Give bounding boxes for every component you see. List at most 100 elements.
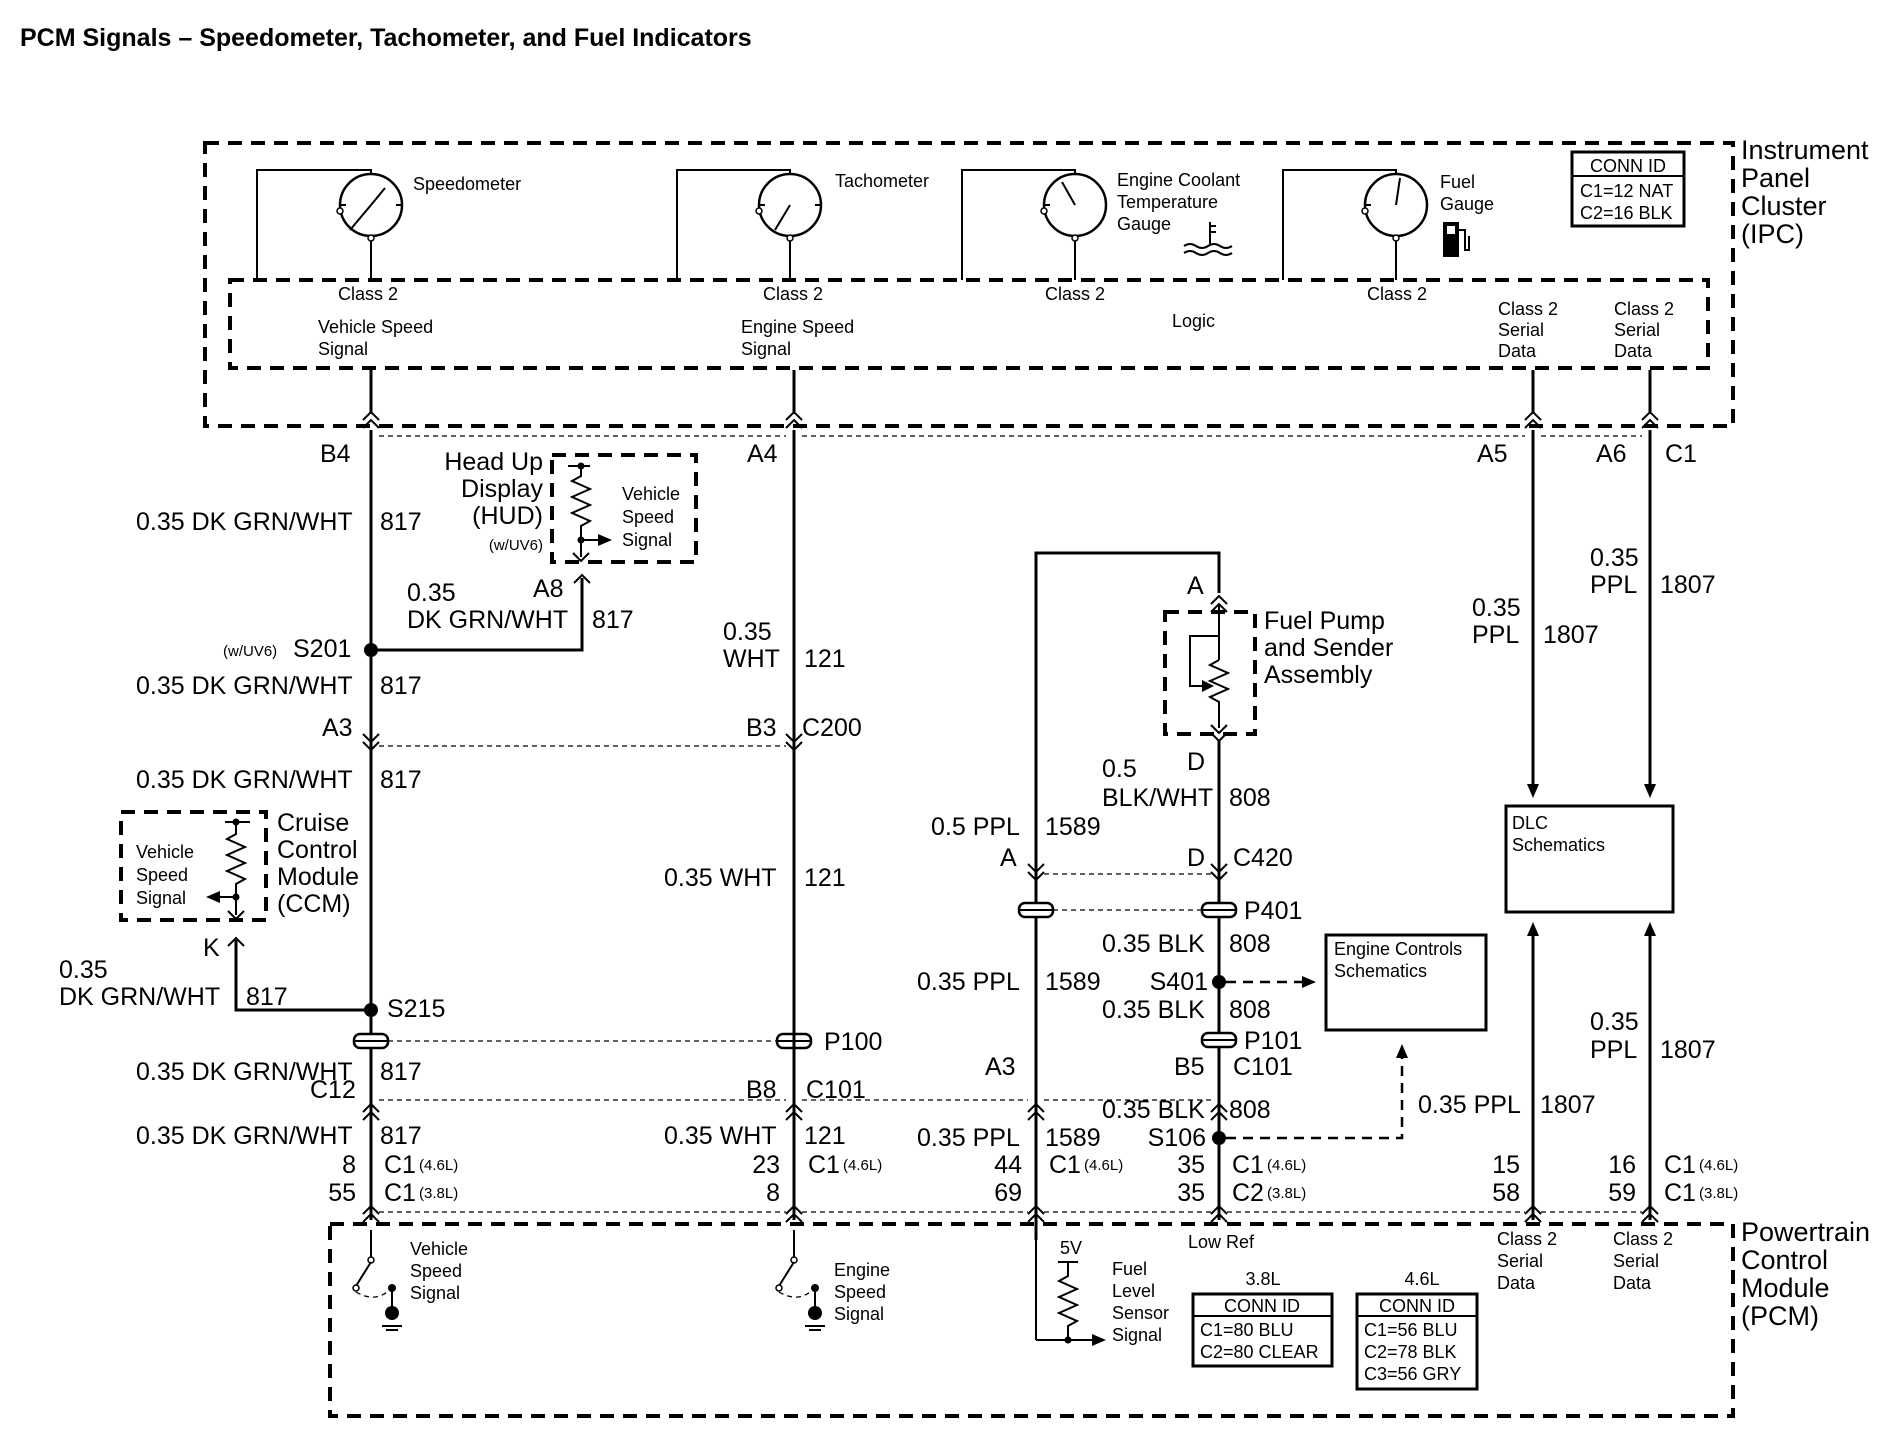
fuel-pump-pin-a: A	[1187, 572, 1204, 600]
pcm-pin-1589-46: 44	[994, 1151, 1022, 1179]
pcm-pin-121-38: 8	[766, 1179, 780, 1207]
pcm-conn-817-c1-38: C1	[384, 1179, 416, 1207]
svg-text:(w/UV6): (w/UV6)	[489, 537, 543, 554]
connector-a3-c101: A3	[985, 1053, 1016, 1081]
wire-121-label-3: 0.35 WHT	[664, 1122, 777, 1150]
wire-121-label-1b: WHT	[723, 645, 780, 673]
ccm-label: Cruise Control Module (CCM)	[277, 809, 359, 918]
wire-817-hud-circuit: 817	[592, 606, 634, 634]
engine-controls-wire-circuit: 1807	[1540, 1091, 1596, 1119]
fuel-pump-outline	[1163, 610, 1257, 736]
pcm-conn-serial-c1-46: C1	[1664, 1151, 1696, 1179]
pcm-conn-808-eng46: (4.6L)	[1267, 1157, 1306, 1174]
wire-817-label-1: 0.35 DK GRN/WHT	[136, 508, 353, 536]
pcm-conn-id-38-box: CONN ID C1=80 BLU C2=80 CLEAR	[1191, 1292, 1334, 1368]
pcm-conn-id-46-engine: 4.6L	[1404, 1269, 1439, 1289]
wire-817-circuit-4: 817	[380, 1058, 422, 1086]
svg-text:Class 2: Class 2	[763, 284, 823, 304]
svg-text:and Sender: and Sender	[1264, 634, 1393, 662]
wire-808-label-2: 0.35 BLK	[1102, 930, 1205, 958]
connector-a6: A6	[1596, 440, 1627, 468]
pcm-serial-data-16-label: Class 2 Serial Data	[1613, 1229, 1673, 1293]
svg-text:Assembly: Assembly	[1264, 661, 1373, 689]
svg-text:Vehicle: Vehicle	[136, 842, 194, 862]
svg-text:(IPC): (IPC)	[1741, 219, 1804, 249]
wire-817-hud-label-a: 0.35	[407, 579, 456, 607]
wire-817-ccm-label-a: 0.35	[59, 956, 108, 984]
svg-text:Panel: Panel	[1741, 163, 1810, 193]
svg-text:Serial: Serial	[1497, 1251, 1543, 1271]
svg-text:CONN ID: CONN ID	[1224, 1296, 1300, 1316]
pcm-pin-serial-16: 16	[1608, 1151, 1636, 1179]
svg-text:Sensor: Sensor	[1112, 1303, 1169, 1323]
svg-text:Speed: Speed	[136, 865, 188, 885]
speedometer-gauge-icon	[256, 169, 404, 280]
hud-pin-chevron	[573, 573, 591, 584]
ipc-engine-speed-label: Engine Speed Signal	[741, 317, 854, 359]
connector-a3-c200: A3	[322, 714, 353, 742]
wire-817-ccm-branch	[234, 940, 371, 1012]
wire-1807-a6-label-a: 0.35	[1590, 544, 1639, 572]
pcm-conn-serial-eng46: (4.6L)	[1699, 1157, 1738, 1174]
passthrough-p401-label: P401	[1244, 897, 1302, 925]
pcm-label: Powertrain Control Module (PCM)	[1741, 1217, 1870, 1331]
wire-817-label-2: 0.35 DK GRN/WHT	[136, 672, 353, 700]
ipc-logic-label: Logic	[1172, 311, 1215, 331]
splice-s401-label: S401	[1150, 968, 1208, 996]
engine-controls-wire-label: 0.35 PPL	[1418, 1091, 1521, 1119]
pcm-pin-serial-59: 59	[1608, 1179, 1636, 1207]
svg-text:Level: Level	[1112, 1281, 1155, 1301]
wire-817-ccm-circuit: 817	[246, 983, 288, 1011]
wire-808-label-4: 0.35 BLK	[1102, 1096, 1205, 1124]
ipc-label: Instrument Panel Cluster (IPC)	[1741, 135, 1869, 249]
svg-text:C1=80 BLU: C1=80 BLU	[1200, 1320, 1294, 1340]
pcm-5v-label: 5V	[1060, 1238, 1082, 1258]
svg-text:Temperature: Temperature	[1117, 192, 1218, 212]
svg-text:C2=78 BLK: C2=78 BLK	[1364, 1342, 1457, 1362]
ipc-serial-data-a5-label: Class 2 Serial Data	[1498, 299, 1558, 361]
speedometer-label: Speedometer	[413, 174, 521, 194]
svg-text:Class 2: Class 2	[1613, 1229, 1673, 1249]
wire-817-circuit-1: 817	[380, 508, 422, 536]
svg-text:Speed: Speed	[622, 507, 674, 527]
ccm-vehicle-speed-signal: Vehicle Speed Signal	[136, 842, 194, 908]
connector-c101-right: C101	[1233, 1053, 1293, 1081]
svg-text:Class 2: Class 2	[1497, 1229, 1557, 1249]
wire-121-label-1a: 0.35	[723, 618, 772, 646]
splice-s215-label: S215	[387, 995, 445, 1023]
fuel-pump-icon	[1443, 222, 1470, 257]
connector-c420-chevrons	[1027, 863, 1228, 882]
svg-text:Engine Speed: Engine Speed	[741, 317, 854, 337]
dlc-schematics-box[interactable]	[1504, 804, 1675, 914]
svg-text:Serial: Serial	[1613, 1251, 1659, 1271]
svg-text:Signal: Signal	[136, 888, 186, 908]
pcm-pin-808-38: 35	[1177, 1179, 1205, 1207]
svg-text:(PCM): (PCM)	[1741, 1301, 1819, 1331]
svg-text:Signal: Signal	[622, 530, 672, 550]
ipc-vehicle-speed-label: Vehicle Speed Signal	[318, 317, 433, 359]
svg-text:Fuel: Fuel	[1440, 172, 1475, 192]
wire-1807-a5-label-b: PPL	[1472, 621, 1519, 649]
wire-121-label-2: 0.35 WHT	[664, 864, 777, 892]
wire-817-label-4: 0.35 DK GRN/WHT	[136, 1058, 353, 1086]
svg-text:Cluster: Cluster	[1741, 191, 1827, 221]
wire-1807-a5-circuit: 1807	[1543, 621, 1599, 649]
svg-text:Fuel Pump: Fuel Pump	[1264, 607, 1385, 635]
svg-text:Serial: Serial	[1614, 320, 1660, 340]
pcm-conn-id-38-engine: 3.8L	[1245, 1269, 1280, 1289]
hud-outline	[550, 453, 698, 564]
wire-808-circuit-4: 808	[1229, 1096, 1271, 1124]
splice-s201-label: S201	[293, 635, 351, 663]
pcm-engine-speed-switch-icon	[775, 1230, 825, 1331]
pcm-connector-chevrons	[362, 1204, 1659, 1223]
engine-controls-schematics-box[interactable]	[1324, 933, 1488, 1032]
pcm-pin-808-46: 35	[1177, 1151, 1205, 1179]
wire-1589-circuit-1: 1589	[1045, 813, 1101, 841]
passthrough-p401	[1017, 901, 1238, 919]
pcm-conn-817-c1-46: C1	[384, 1151, 416, 1179]
svg-text:Class 2: Class 2	[1045, 284, 1105, 304]
svg-text:Class 2: Class 2	[338, 284, 398, 304]
coolant-gauge-icon	[961, 169, 1108, 280]
svg-text:(HUD): (HUD)	[472, 502, 543, 530]
connector-a4: A4	[747, 440, 778, 468]
